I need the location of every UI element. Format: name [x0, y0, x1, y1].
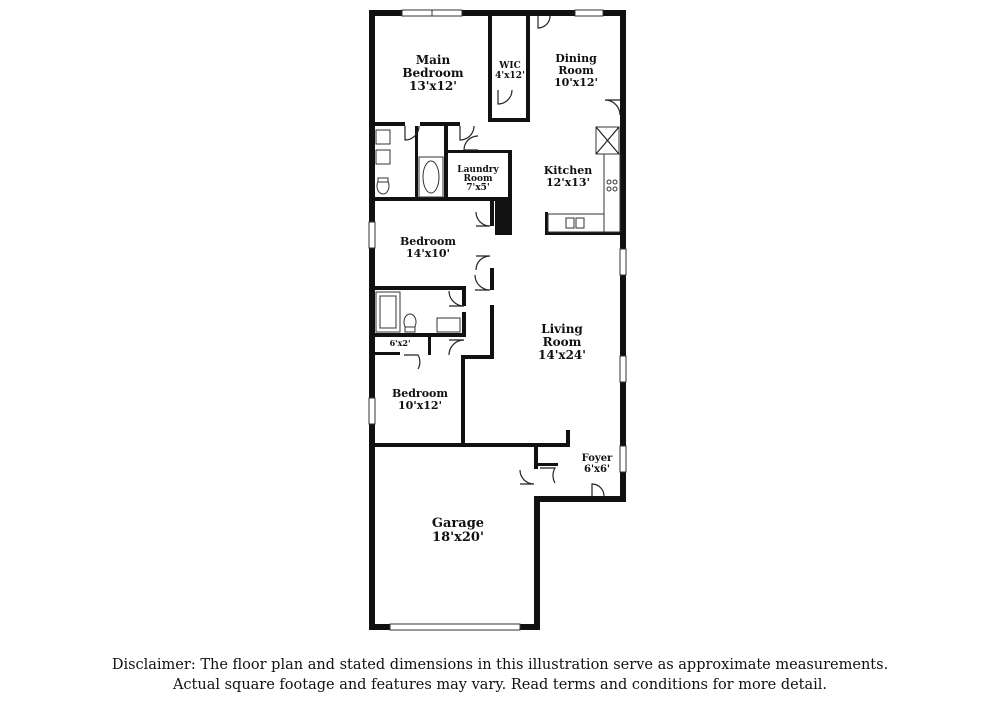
living-dims: 14'x24' — [538, 348, 586, 362]
foyer-dims: 6'x6' — [584, 464, 610, 475]
disclaimer-line-1: Disclaimer: The floor plan and stated di… — [111, 657, 889, 673]
closet-dims: 6'x2' — [390, 338, 411, 348]
room-closet: 6'x2' — [390, 338, 411, 348]
living-name-1: Living — [541, 322, 583, 336]
room-main-bedroom: Main Bedroom 13'x12' — [402, 53, 463, 93]
room-laundry: Laundry Room 7'x5' — [457, 165, 499, 193]
room-bedroom-2: Bedroom 14'x10' — [400, 235, 456, 260]
room-kitchen: Kitchen 12'x13' — [544, 164, 593, 189]
wic-name: WIC — [498, 61, 520, 71]
bedroom-3-dims: 10'x12' — [398, 399, 442, 412]
kitchen-name: Kitchen — [544, 164, 593, 177]
dining-name-2: Room — [558, 64, 594, 77]
room-foyer: Foyer 6'x6' — [582, 453, 613, 475]
foyer-name: Foyer — [582, 453, 613, 464]
living-name-2: Room — [543, 335, 582, 349]
room-garage: Garage 18'x20' — [432, 516, 484, 545]
laundry-name-2: Room — [463, 174, 492, 184]
bedroom-2-name: Bedroom — [400, 235, 456, 248]
laundry-name-1: Laundry — [457, 165, 499, 175]
room-bedroom-3: Bedroom 10'x12' — [392, 387, 448, 412]
main-bedroom-name-1: Main — [416, 53, 451, 67]
interior-walls — [375, 16, 620, 469]
room-wic: WIC 4'x12' — [495, 61, 525, 81]
garage-name: Garage — [432, 516, 484, 531]
main-bedroom-dims: 13'x12' — [409, 79, 457, 93]
dining-name-1: Dining — [555, 52, 597, 65]
bedroom-3-name: Bedroom — [392, 387, 448, 400]
bedroom-2-dims: 14'x10' — [406, 247, 450, 260]
disclaimer-line-2: Actual square footage and features may v… — [172, 677, 828, 693]
floor-plan: Main Bedroom 13'x12' WIC 4'x12' Dining R… — [368, 9, 627, 631]
garage-dims: 18'x20' — [432, 530, 484, 545]
main-bedroom-name-2: Bedroom — [402, 66, 463, 80]
wic-dims: 4'x12' — [495, 71, 525, 81]
fixtures — [375, 126, 621, 333]
laundry-dims: 7'x5' — [466, 183, 489, 193]
dining-dims: 10'x12' — [554, 76, 598, 89]
kitchen-dims: 12'x13' — [546, 176, 590, 189]
room-dining: Dining Room 10'x12' — [554, 52, 598, 89]
windows — [368, 9, 627, 631]
disclaimer: Disclaimer: The floor plan and stated di… — [0, 655, 1000, 695]
room-living: Living Room 14'x24' — [538, 322, 586, 362]
doors — [404, 15, 621, 497]
